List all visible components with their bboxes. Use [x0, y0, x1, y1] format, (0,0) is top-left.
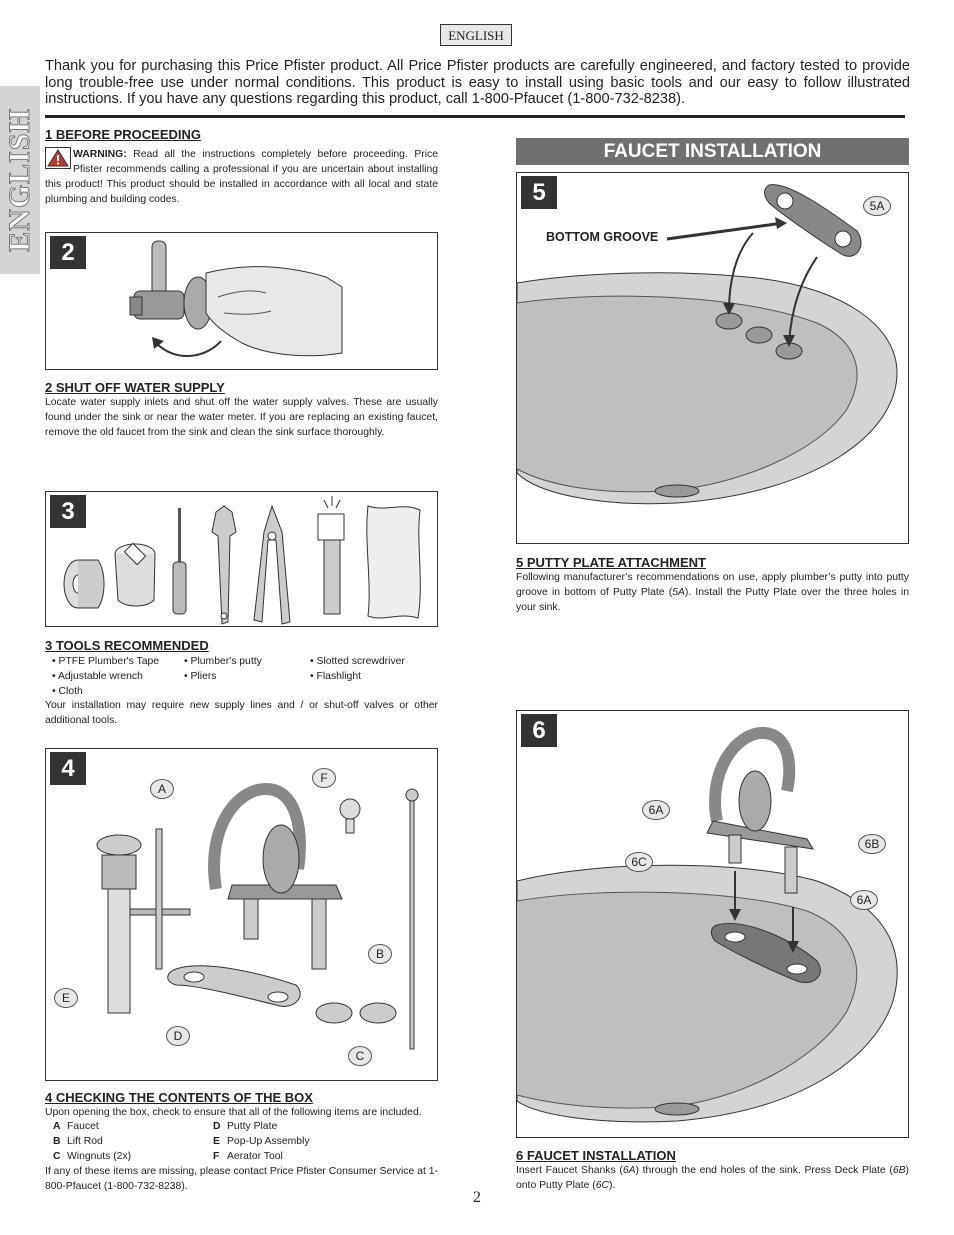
- bottom-groove-label: BOTTOM GROOVE: [546, 230, 659, 244]
- step2-number: 2: [50, 236, 86, 269]
- page-number: 2: [473, 1189, 481, 1206]
- wingnuts-icon: [315, 1002, 397, 1024]
- tool-item: • Slotted screwdriver: [310, 656, 405, 667]
- cloth-icon: [366, 505, 421, 619]
- tools-list: • PTFE Plumber's Tape • Plumber's putty • …: [52, 654, 438, 699]
- sink-putty-plate-illustration: [517, 184, 898, 505]
- step5-heading: 5 PUTTY PLATE ATTACHMENT: [516, 555, 706, 570]
- shutoff-valve-illustration: [129, 240, 343, 357]
- callout-c: C: [348, 1046, 372, 1066]
- flashlight-icon: [317, 496, 345, 615]
- faucet-installation-header: FAUCET INSTALLATION: [516, 138, 909, 165]
- step6-number: 6: [521, 714, 557, 747]
- language-tag: ENGLISH: [440, 24, 512, 46]
- callout-6b: 6B: [858, 834, 886, 854]
- callout-d: D: [166, 1026, 190, 1046]
- callout-a: A: [150, 779, 174, 799]
- step4-number: 4: [50, 752, 86, 785]
- pliers-icon: [253, 504, 291, 625]
- tool-item: • PTFE Plumber's Tape: [52, 656, 160, 667]
- lift-rod-icon: [405, 788, 419, 1050]
- putty-plate-icon: [167, 965, 301, 1007]
- step3-note: Your installation may require new supply…: [45, 700, 438, 726]
- step4-figure: 4: [45, 748, 438, 1081]
- step6-heading: 6 FAUCET INSTALLATION: [516, 1148, 676, 1163]
- step5-number: 5: [521, 176, 557, 209]
- callout-6a-top: 6A: [642, 800, 670, 820]
- box-contents-illustration: [96, 782, 419, 1050]
- faucet-icon: [208, 782, 343, 970]
- callout-e: E: [54, 988, 78, 1008]
- adjustable-wrench-icon: [211, 505, 237, 625]
- ptfe-tape-icon: [63, 559, 105, 609]
- callout-5a: 5A: [863, 196, 891, 216]
- callout-6c: 6C: [625, 852, 653, 872]
- warning-label: WARNING:: [73, 149, 127, 160]
- warning-text: Read all the instructions completely bef…: [45, 149, 438, 205]
- tool-item: • Pliers: [184, 671, 217, 682]
- step4-intro: Upon opening the box, check to ensure th…: [45, 1107, 422, 1118]
- callout-6a-bottom: 6A: [850, 890, 878, 910]
- warning-icon: [45, 147, 71, 169]
- step3-number: 3: [50, 495, 86, 528]
- tool-item: • Flashlight: [310, 671, 361, 682]
- header-divider: [45, 115, 905, 118]
- step4-heading: 4 CHECKING THE CONTENTS OF THE BOX: [45, 1090, 313, 1105]
- intro-paragraph: Thank you for purchasing this Price Pfis…: [45, 58, 910, 107]
- step5-text: Following manufacturer’s recommendations…: [516, 572, 909, 613]
- tool-item: • Plumber's putty: [184, 656, 262, 667]
- step1-warning: WARNING: Read all the instructions compl…: [45, 147, 438, 207]
- step5-figure: 5 BOTTOM GROOVE 5A: [516, 172, 909, 544]
- step4-note: If any of these items are missing, pleas…: [45, 1166, 438, 1192]
- callout-f: F: [312, 768, 336, 788]
- step1-heading: 1 BEFORE PROCEEDING: [45, 127, 202, 142]
- pop-up-assembly-icon: [96, 834, 191, 1014]
- faucet-installation-illustration: [517, 727, 898, 1123]
- callout-b: B: [368, 944, 392, 964]
- plumbers-putty-icon: [114, 542, 156, 607]
- step2-figure: 2: [45, 232, 438, 370]
- step3-heading: 3 TOOLS RECOMMENDED: [45, 638, 209, 653]
- lift-rod-linkage-icon: [155, 828, 163, 970]
- side-language-tab: ENGLISH: [0, 86, 40, 274]
- step6-figure: 6 6A 6B 6C 6A: [516, 710, 909, 1138]
- tool-item: • Adjustable wrench: [52, 671, 143, 682]
- side-tab-label: ENGLISH: [3, 108, 37, 253]
- step2-text: Locate water supply inlets and shut off …: [45, 397, 438, 438]
- aerator-tool-icon: [339, 798, 361, 834]
- tools-illustration: [63, 496, 421, 625]
- screwdriver-icon: [172, 508, 187, 615]
- step6-text: Insert Faucet Shanks (6A) through the en…: [516, 1165, 909, 1191]
- step2-heading: 2 SHUT OFF WATER SUPPLY: [45, 380, 225, 395]
- tool-item: • Cloth: [52, 686, 83, 697]
- step3-figure: 3: [45, 491, 438, 627]
